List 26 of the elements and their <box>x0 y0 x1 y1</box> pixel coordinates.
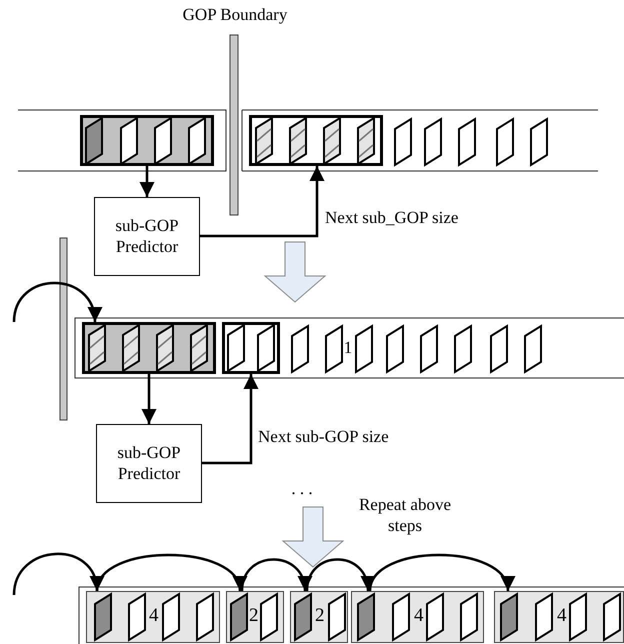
sub-gop-box <box>82 322 216 374</box>
arrow <box>142 374 156 424</box>
sub-gop-box <box>290 591 348 643</box>
arrow <box>12 282 100 322</box>
arrow <box>240 558 311 592</box>
sub-gop-box <box>249 115 383 166</box>
sub-gop-size: 4 <box>557 606 566 625</box>
arrow <box>306 558 374 592</box>
arrow <box>12 552 102 596</box>
sub-gop-box <box>494 591 624 643</box>
sub-gop-box <box>351 591 484 643</box>
predictor-box <box>96 424 202 503</box>
sub-gop-box <box>80 115 214 166</box>
predictor-box <box>94 197 200 276</box>
sub-gop-box <box>226 591 284 643</box>
arrow <box>202 374 258 464</box>
sub-gop-box <box>222 322 280 374</box>
arrow <box>200 166 324 238</box>
box-label: sub-GOP Predictor <box>116 443 182 484</box>
arrow <box>140 166 154 197</box>
sub-gop-size: 2 <box>315 606 324 625</box>
sub-gop-box <box>86 591 220 643</box>
sub-gop-size: 2 <box>249 606 258 625</box>
sub-gop-size: 4 <box>414 606 424 625</box>
box-label: sub-GOP Predictor <box>114 216 180 257</box>
sub-gop-size: 4 <box>149 606 158 625</box>
